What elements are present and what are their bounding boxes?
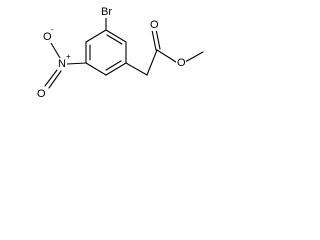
- bromine-label: Br: [101, 6, 112, 18]
- ester-oxygen-label: O: [177, 57, 186, 69]
- bond-ring-to-nitrogen: [66, 62, 87, 65]
- bond-ester-o-to-methyl: [184, 51, 204, 63]
- atom-label-oxygen-carbonyl: O: [149, 19, 159, 31]
- ring-double-bond-top-right: [106, 34, 123, 45]
- nitrogen-charge-label: +: [66, 52, 71, 61]
- atom-label-br: Br: [99, 6, 115, 18]
- atom-label-oxygen-nitro-top: O -: [42, 25, 54, 43]
- bond-carbonyl-double-1: [151, 29, 157, 51]
- nitro-oxygen-top-label: O: [43, 31, 52, 43]
- ring-bond-c1-c2: [105, 29, 127, 43]
- bond-carbonyl-c-to-ester-o: [156, 49, 177, 63]
- bond-n-to-o-top: [50, 42, 61, 59]
- bond-carbonyl-double-2: [155, 28, 161, 50]
- nitro-oxygen-bottom-label: O: [37, 88, 46, 100]
- ring-bond-c3-c4: [105, 62, 127, 76]
- bond-ch2-to-carbonyl-c: [146, 49, 158, 76]
- nitro-oxygen-top-charge-label: -: [51, 25, 54, 34]
- ring-bond-c6-c1: [85, 29, 107, 43]
- ring-double-bond-bottom: [105, 60, 122, 71]
- chemical-structure-diagram: Br O O N + O - O: [36, 6, 204, 100]
- bond-ring-to-ch2: [125, 62, 148, 76]
- carbonyl-oxygen-label: O: [150, 19, 159, 31]
- ring-bond-c4-c5: [85, 62, 107, 76]
- nitrogen-label: N: [58, 58, 66, 70]
- atom-label-oxygen-ester: O: [176, 57, 186, 69]
- bond-n-to-o-bottom-1: [44, 69, 58, 87]
- atom-label-nitrogen: N +: [57, 52, 71, 70]
- atom-label-oxygen-nitro-bottom: O: [36, 88, 46, 100]
- benzene-ring: [85, 29, 127, 76]
- bond-n-to-o-bottom-2: [48, 70, 62, 89]
